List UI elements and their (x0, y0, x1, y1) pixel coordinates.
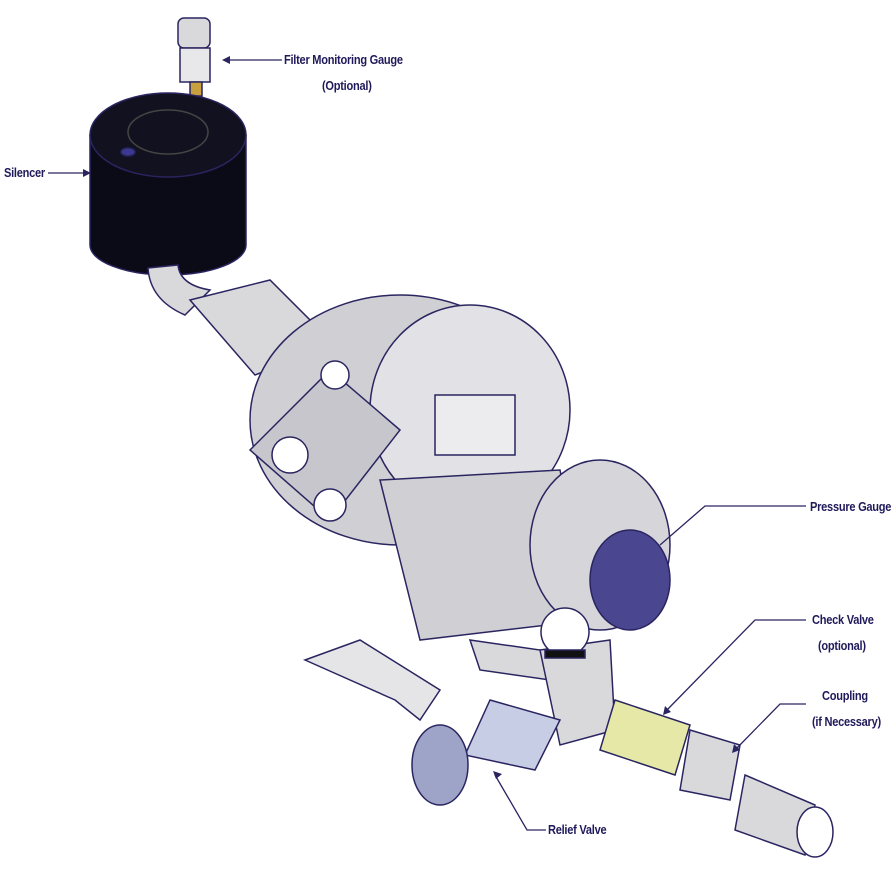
motor (379, 459, 671, 641)
coupling-label: Coupling (822, 688, 868, 703)
silencer-label: Silencer (4, 165, 45, 180)
relief-valve-label: Relief Valve (548, 822, 607, 837)
blower-housing (248, 294, 571, 546)
leader-lines (48, 59, 806, 831)
pressure-gauge-label: Pressure Gauge (810, 499, 892, 514)
coupling-note: (if Necessary) (812, 714, 881, 729)
silencer (89, 92, 247, 276)
check-valve-label: Check Valve (812, 612, 874, 627)
filter-monitoring-gauge-label: Filter Monitoring Gauge (284, 52, 403, 67)
filter-monitoring-gauge (177, 17, 211, 97)
check-valve-note: (optional) (818, 638, 866, 653)
filter-monitoring-gauge-note: (Optional) (322, 78, 372, 93)
